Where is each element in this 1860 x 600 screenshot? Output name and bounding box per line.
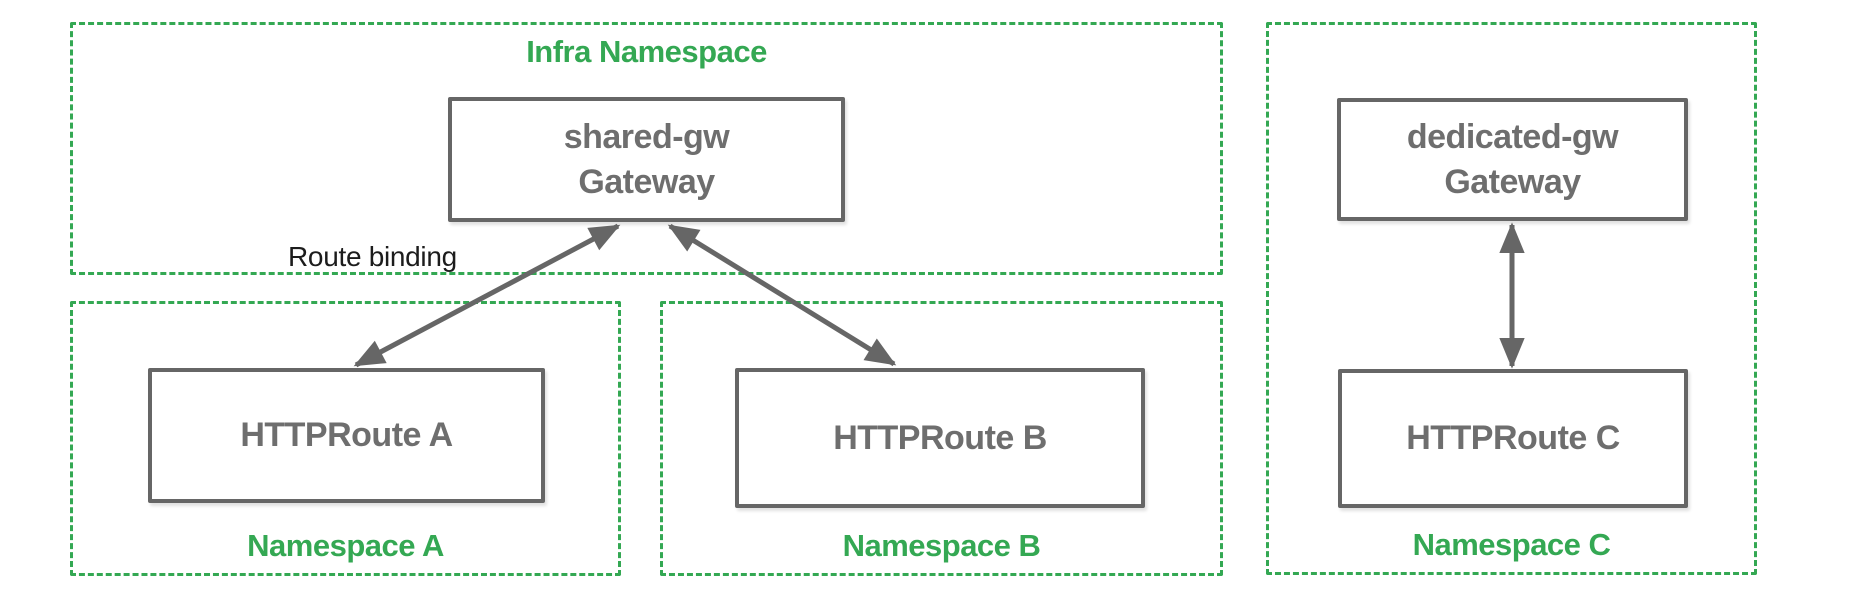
namespace-c-box: Namespace C	[1266, 22, 1757, 575]
shared-gw-gateway-node: shared-gw Gateway	[448, 97, 845, 222]
route-binding-annotation: Route binding	[288, 241, 457, 272]
httproute-b-node: HTTPRoute B	[735, 368, 1145, 508]
shared-gw-name: shared-gw	[563, 117, 730, 156]
dedicated-gw-gateway-node: dedicated-gw Gateway	[1337, 98, 1688, 221]
infra-namespace-label: Infra Namespace	[526, 34, 767, 69]
httproute-b-label: HTTPRoute B	[833, 418, 1047, 457]
namespace-b-box: Namespace B	[660, 301, 1223, 576]
httproute-a-label: HTTPRoute A	[240, 416, 453, 455]
dedicated-gw-name: dedicated-gw	[1406, 117, 1619, 156]
shared-gw-kind: Gateway	[578, 162, 715, 201]
namespace-a-box: Namespace A	[70, 301, 621, 576]
httproute-a-node: HTTPRoute A	[148, 368, 545, 503]
namespace-c-label: Namespace C	[1412, 527, 1611, 562]
httproute-c-label: HTTPRoute C	[1406, 419, 1620, 458]
namespace-a-label: Namespace A	[247, 528, 444, 563]
dedicated-gw-kind: Gateway	[1444, 162, 1581, 201]
namespace-b-label: Namespace B	[842, 528, 1041, 563]
httproute-c-node: HTTPRoute C	[1338, 369, 1688, 508]
infra-namespace-box: Infra Namespace	[70, 22, 1223, 275]
